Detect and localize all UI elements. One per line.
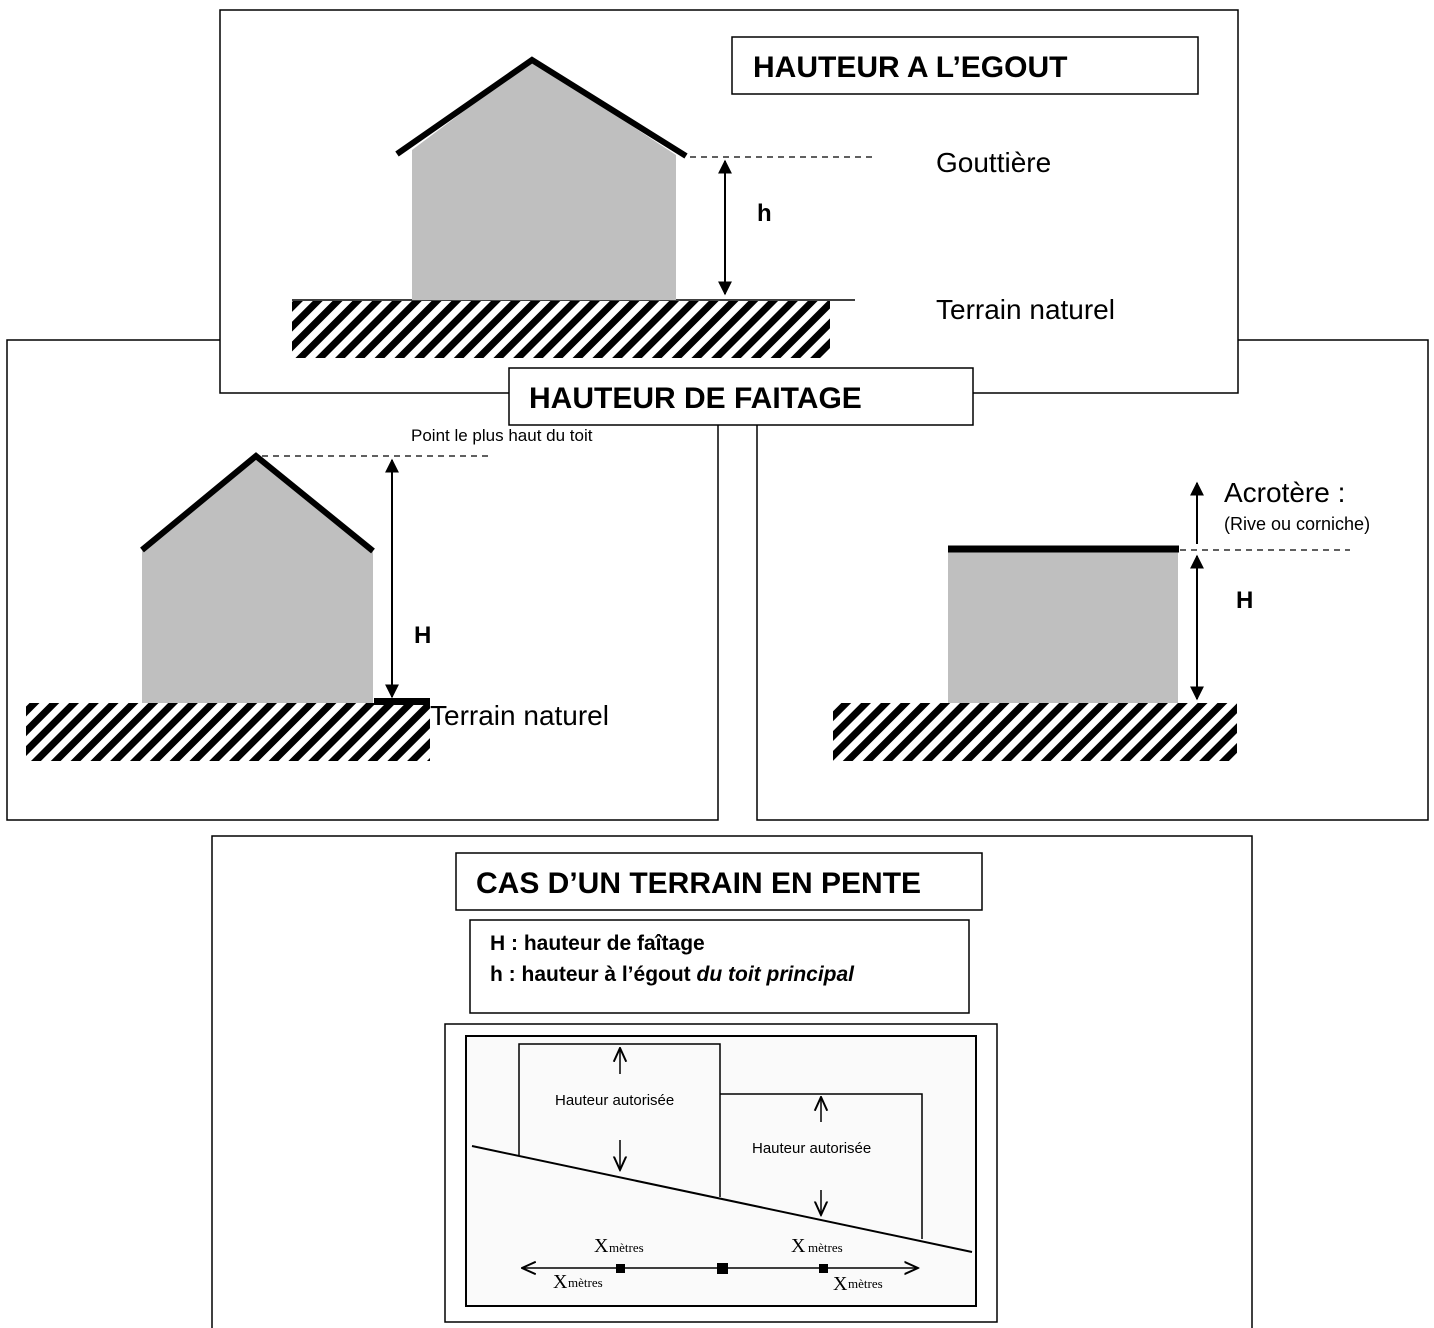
acrotere-sub-label: (Rive ou corniche) [1224, 514, 1370, 534]
faitage-title-box [508, 367, 974, 426]
pente-title-box [455, 852, 983, 911]
axis-marker-3 [819, 1264, 828, 1273]
x-mark: X [594, 1235, 609, 1257]
legend-box [469, 919, 970, 1014]
ground-label-left: Terrain naturel [430, 700, 609, 731]
h-label: h [757, 200, 772, 227]
legend-H: H : hauteur de faîtage [490, 932, 705, 955]
pente-panel: CAS D’UN TERRAIN EN PENTE H : hauteur de… [211, 835, 1253, 1328]
legend-h-italic: du toit principal [697, 963, 856, 986]
legend-h: h : hauteur à l’égout du toit principal [490, 963, 855, 986]
x-unit: mètres [848, 1276, 883, 1291]
pente-title: CAS D’UN TERRAIN EN PENTE [476, 867, 921, 900]
house-wall [412, 60, 676, 300]
pitched-house [140, 452, 375, 703]
distance-label-4: X mètres [833, 1273, 883, 1295]
legend-h-prefix: h : hauteur à l’égout [490, 963, 697, 986]
x-unit: mètres [808, 1240, 843, 1255]
x-mark: X [833, 1273, 848, 1295]
distance-label-2: X mètres [791, 1235, 843, 1257]
egout-title: HAUTEUR A L’EGOUT [753, 51, 1067, 84]
ground-hatch [292, 301, 830, 358]
pitched-house-egout [395, 56, 688, 300]
H-label-left: H [414, 622, 431, 649]
slope-ground-line [471, 1145, 973, 1253]
ground-marker [374, 698, 430, 705]
distance-label-1: X mètres [594, 1235, 644, 1257]
x-unit: mètres [568, 1275, 603, 1290]
peak-label: Point le plus haut du toit [411, 426, 593, 445]
egout-title-box [731, 36, 1199, 95]
x-unit: mètres [609, 1240, 644, 1255]
height-label-2: Hauteur autorisée [752, 1140, 871, 1157]
house-wall [142, 455, 373, 703]
ground-label-top: Terrain naturel [936, 294, 1115, 325]
H-label-right: H [1236, 587, 1253, 614]
faitage-title: HAUTEUR DE FAITAGE [529, 382, 862, 415]
distance-label-3: X mètres [553, 1271, 603, 1293]
egout-panel: HAUTEUR A L’EGOUT Gouttière h Terrain na… [219, 9, 1239, 394]
ground-hatch [26, 703, 430, 761]
ground-hatch [833, 703, 1237, 761]
building-2-outline [720, 1093, 923, 1239]
gutter-label: Gouttière [936, 147, 1051, 178]
roof-line [140, 452, 375, 554]
flat-house-wall [948, 551, 1178, 703]
height-label-1: Hauteur autorisée [555, 1092, 674, 1109]
x-mark: X [791, 1235, 806, 1257]
roof-line [395, 56, 688, 159]
x-mark: X [553, 1271, 568, 1293]
building-1-outline [518, 1043, 721, 1197]
acrotere-label: Acrotère : [1224, 477, 1345, 508]
axis-marker-2 [717, 1263, 728, 1274]
axis-marker-1 [616, 1264, 625, 1273]
